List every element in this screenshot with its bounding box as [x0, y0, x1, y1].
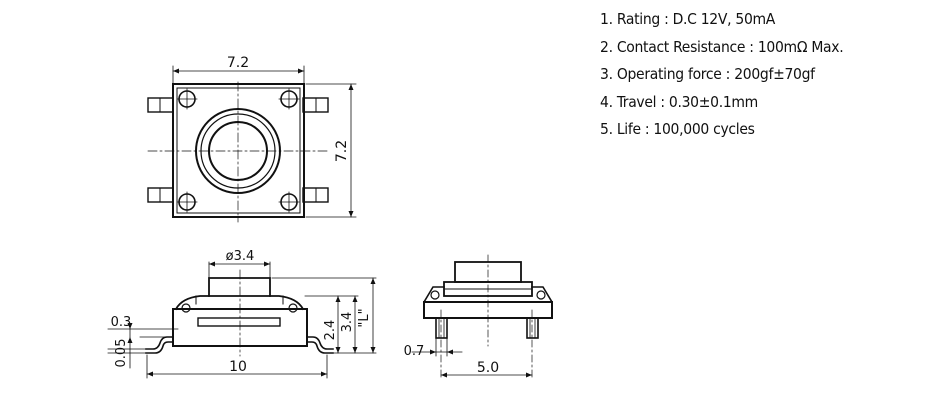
- end-view-leads: [435, 317, 539, 339]
- end-view: 0.7 5.0: [404, 254, 554, 381]
- spec-rating: 1. Rating : D.C 12V, 50mA: [600, 10, 776, 28]
- top-view-body: [172, 83, 305, 218]
- end-pitch-dimension: [440, 372, 533, 378]
- spec-operating-force: 3. Operating force : 200gf±70gf: [600, 65, 815, 83]
- side-diameter-label: ø3.4: [226, 249, 255, 264]
- top-view-mount-holes: [176, 88, 300, 213]
- side-standoff-label: 0.05: [114, 339, 129, 368]
- top-height-label: 7.2: [334, 140, 350, 162]
- end-lead-width-dimension: [411, 337, 463, 357]
- end-pitch-label: 5.0: [477, 360, 499, 376]
- top-height-dimension: [305, 83, 357, 218]
- spec-travel: 4. Travel : 0.30±0.1mm: [600, 92, 758, 111]
- specification-list: 1. Rating : D.C 12V, 50mA 2. Contact Res…: [600, 6, 844, 144]
- top-width-label: 7.2: [227, 55, 249, 71]
- top-width-dimension: [172, 65, 305, 84]
- side-height-dimensions: [271, 277, 377, 354]
- top-view: 7.2 7.2: [147, 55, 357, 223]
- side-lead-thickness-label: 0.3: [111, 315, 132, 330]
- side-view-actuator: [208, 277, 271, 297]
- spec-contact-resistance: 2. Contact Resistance : 100mΩ Max.: [600, 37, 844, 56]
- side-length-label: 10: [229, 359, 247, 375]
- spec-life: 5. Life : 100,000 cycles: [600, 120, 755, 138]
- side-diameter-dimension: [208, 261, 271, 279]
- side-body-height-label: 2.4: [323, 320, 338, 341]
- side-view: ø3.4 0.3 0.05: [107, 249, 377, 379]
- side-lead-dimensions: [107, 323, 179, 369]
- end-lead-width-label: 0.7: [404, 344, 425, 359]
- side-view-leads: [145, 336, 334, 354]
- side-length-dimension: [146, 354, 328, 379]
- side-l-label: "L": [357, 308, 372, 327]
- side-total-height-label: 3.4: [340, 312, 355, 333]
